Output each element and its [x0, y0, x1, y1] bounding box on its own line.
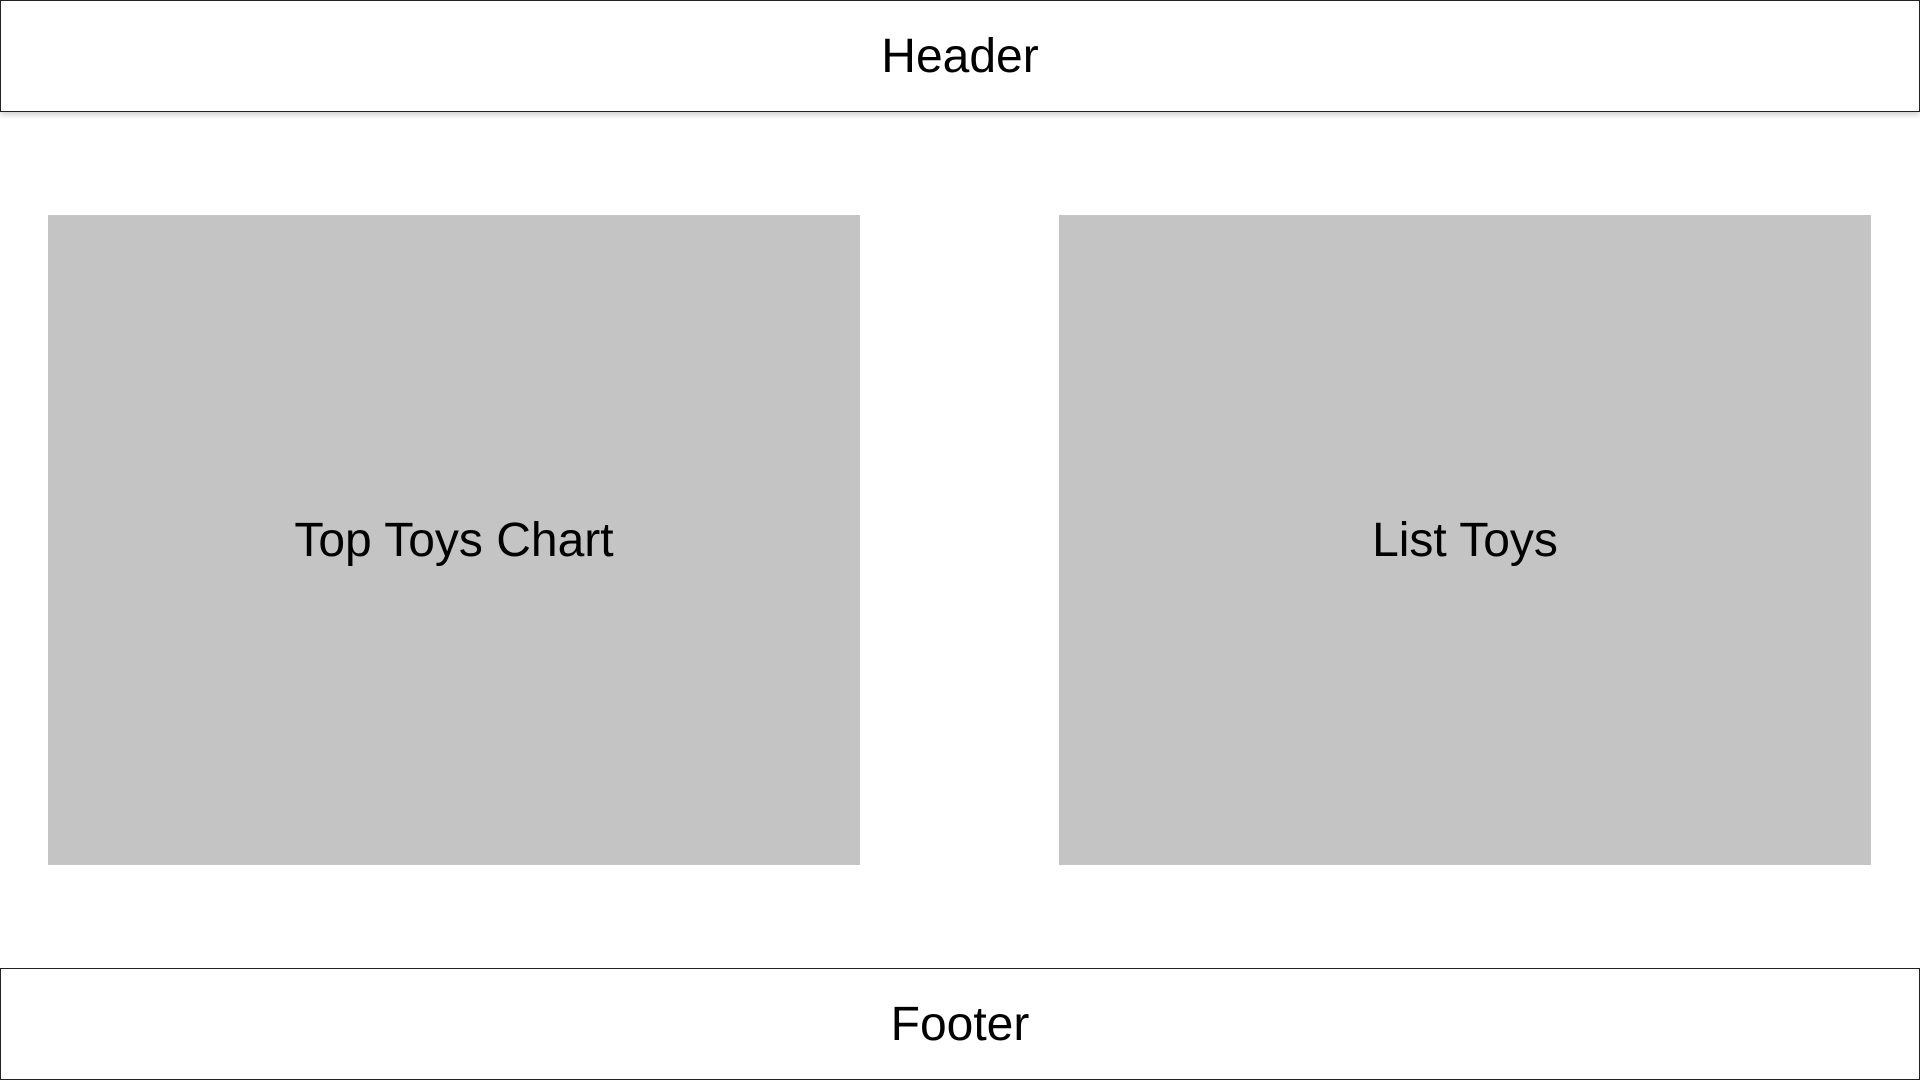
page-header: Header — [0, 0, 1920, 112]
header-title: Header — [881, 29, 1039, 83]
footer-title: Footer — [890, 997, 1030, 1051]
top-toys-chart-panel[interactable]: Top Toys Chart — [48, 215, 860, 865]
list-toys-panel[interactable]: List Toys — [1059, 215, 1871, 865]
top-toys-chart-label: Top Toys Chart — [294, 513, 614, 567]
list-toys-label: List Toys — [1372, 513, 1558, 567]
page-footer: Footer — [0, 968, 1920, 1080]
